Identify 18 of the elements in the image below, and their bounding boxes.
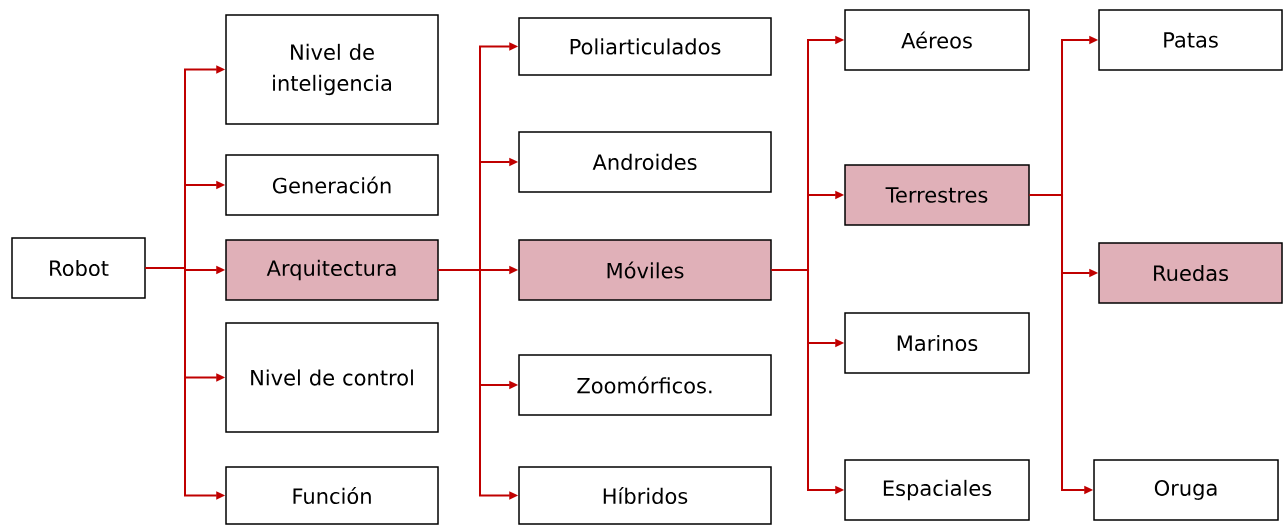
label-box: Marinos [844, 312, 1030, 374]
label-box: Nivel de control [225, 322, 439, 433]
label-box: Androides [518, 131, 772, 193]
label-box: Terrestres [844, 164, 1030, 226]
label-box: Zoomórficos. [518, 354, 772, 416]
label-box: Arquitectura [225, 239, 439, 301]
label-box: Móviles [518, 239, 772, 301]
label-box: Ruedas [1098, 242, 1283, 304]
label-box: Nivel de inteligencia [225, 14, 439, 125]
label-box: Robot [11, 237, 146, 299]
label-box: Función [225, 466, 439, 525]
label-box: Espaciales [844, 459, 1030, 521]
label-box: Generación [225, 154, 439, 216]
label-box: Aéreos [844, 9, 1030, 71]
label-box: Híbridos [518, 466, 772, 525]
label-box: Poliarticulados [518, 17, 772, 76]
label-box: Patas [1098, 9, 1283, 71]
label-box: Oruga [1093, 459, 1279, 521]
